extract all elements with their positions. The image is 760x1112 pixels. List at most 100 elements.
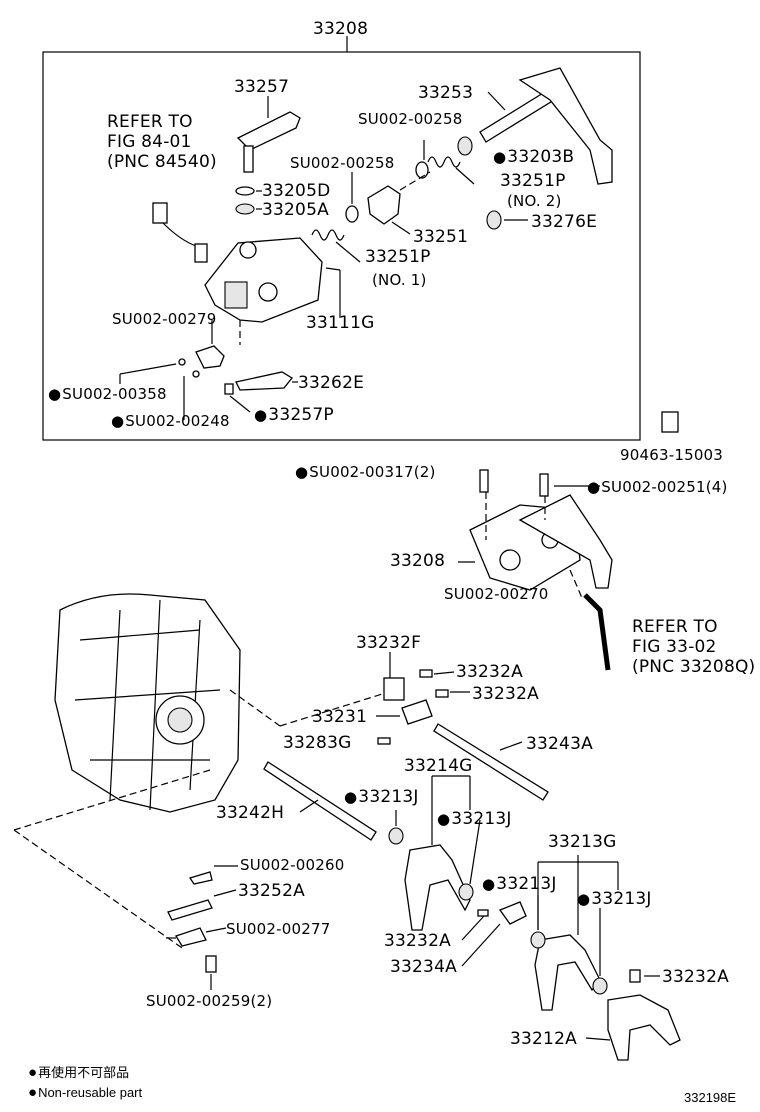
bracket-su279 (195, 345, 225, 369)
plate-su277 (175, 927, 207, 947)
label-90463-15003: 90463-15003 (620, 446, 724, 464)
label-33253: 33253 (418, 83, 474, 103)
label-refer-33-line3: (PNC 33208Q) (632, 657, 756, 677)
label-33251: 33251 (413, 227, 469, 247)
label-33232A-1: 33232A (456, 662, 523, 682)
label-33234A: 33234A (390, 957, 457, 977)
bolt-su317 (479, 469, 489, 493)
label-33111G: 33111G (306, 313, 375, 333)
label-refer-33-line2: FIG 33-02 (632, 637, 717, 657)
washer-33205A (235, 203, 255, 215)
label-33243A: 33243A (526, 734, 593, 754)
label-su002-00260: SU002-00260 (240, 856, 345, 874)
label-33213J-2: 33213J (437, 810, 512, 828)
washer-33205D (235, 186, 255, 196)
pin-33232A-4 (629, 969, 641, 983)
legend-en: Non-reusable part (28, 1084, 142, 1101)
label-33213J-1: 33213J (344, 788, 419, 806)
rod-33243A (433, 723, 549, 801)
label-su002-00270: SU002-00270 (444, 585, 549, 603)
label-33213J-4: 33213J (577, 890, 652, 908)
pin-33232A-1 (419, 669, 433, 678)
pin-33283G (377, 737, 391, 745)
label-33232F: 33232F (356, 633, 422, 653)
ring-su258b (345, 205, 359, 223)
fork-33212A (607, 994, 681, 1061)
head-33251 (367, 185, 401, 225)
label-su002-00258-a: SU002-00258 (358, 110, 463, 128)
label-33252A: 33252A (238, 881, 305, 901)
bolt-su259 (205, 955, 217, 973)
lever-33262E (235, 371, 293, 391)
label-su002-00251: SU002-00251(4) (587, 478, 728, 496)
sensor-switch (194, 243, 208, 263)
label-su002-00317: SU002-00317(2) (295, 463, 436, 481)
spring-33251P-no2 (427, 156, 461, 168)
bushing-33276E (486, 210, 502, 230)
housing-33111G (204, 237, 323, 323)
label-33231: 33231 (312, 707, 368, 727)
label-33213G: 33213G (548, 832, 617, 852)
bolt-su251 (539, 473, 549, 497)
bracket-33252A (167, 899, 213, 921)
head-33234A (498, 901, 527, 925)
fork-33213G (534, 934, 601, 1011)
label-33276E: 33276E (531, 212, 598, 232)
label-33232A-3: 33232A (384, 931, 451, 951)
bush-33213J-3 (530, 931, 546, 949)
assy-box (42, 51, 641, 441)
bush-33213J-1 (388, 827, 404, 845)
label-refer-84-line2: FIG 84-01 (107, 132, 192, 152)
label-33262E: 33262E (298, 373, 365, 393)
block-33232F (383, 677, 405, 701)
label-33257P: 33257P (254, 406, 334, 424)
label-refer-84-line1: REFER TO (107, 112, 193, 132)
label-33242H: 33242H (216, 803, 285, 823)
label-33232A-4: 33232A (662, 967, 729, 987)
label-no1: (NO. 1) (372, 271, 427, 289)
label-su002-00279: SU002-00279 (112, 310, 217, 328)
label-33214G: 33214G (404, 756, 473, 776)
label-33212A: 33212A (510, 1029, 577, 1049)
legend-jp: 再使用不可部品 (28, 1062, 129, 1081)
label-33251P-no1: 33251P (365, 247, 431, 267)
label-assy-33208: 33208 (313, 19, 369, 39)
label-su002-00248: SU002-00248 (111, 412, 230, 430)
label-su002-00258-b: SU002-00258 (290, 154, 395, 172)
seal-33203B (457, 136, 473, 156)
label-33205A: 33205A (262, 200, 329, 220)
sensor-connector (152, 202, 168, 224)
label-su002-00259: SU002-00259(2) (146, 992, 273, 1010)
spring-33251P-no1 (311, 229, 345, 241)
label-refer-84-line3: (PNC 84540) (107, 152, 217, 172)
label-33232A-2: 33232A (472, 684, 539, 704)
pin-33257P (224, 383, 234, 395)
pin-33232A-3 (477, 909, 489, 917)
label-su002-00358: SU002-00358 (48, 385, 167, 403)
label-33283G: 33283G (283, 733, 352, 753)
figure-code: 332198E (684, 1090, 737, 1105)
label-no2: (NO. 2) (507, 192, 562, 210)
bush-33213J-2 (458, 883, 474, 901)
label-33205D: 33205D (262, 181, 331, 201)
lever-33257-shaft (243, 145, 254, 173)
label-33251P-no2: 33251P (500, 171, 566, 191)
pin-33232A-2 (435, 689, 449, 698)
label-su002-00277: SU002-00277 (226, 920, 331, 938)
label-33208-middle: 33208 (390, 551, 446, 571)
shaft-33253-bracket (518, 67, 613, 185)
clip-su260 (188, 871, 213, 885)
label-33203B: 33203B (493, 148, 574, 166)
shaft-33253 (479, 89, 555, 143)
ring-su258a (415, 161, 429, 179)
rod-33242H (263, 761, 377, 841)
transmission-case (54, 593, 241, 813)
bush-33213J-4 (592, 977, 608, 995)
label-33257: 33257 (234, 77, 290, 97)
fork-33214G (404, 844, 471, 931)
head-33231 (401, 699, 433, 725)
label-refer-33-line1: REFER TO (632, 617, 718, 637)
label-33213J-3: 33213J (482, 875, 557, 893)
clip-90463 (661, 411, 679, 433)
